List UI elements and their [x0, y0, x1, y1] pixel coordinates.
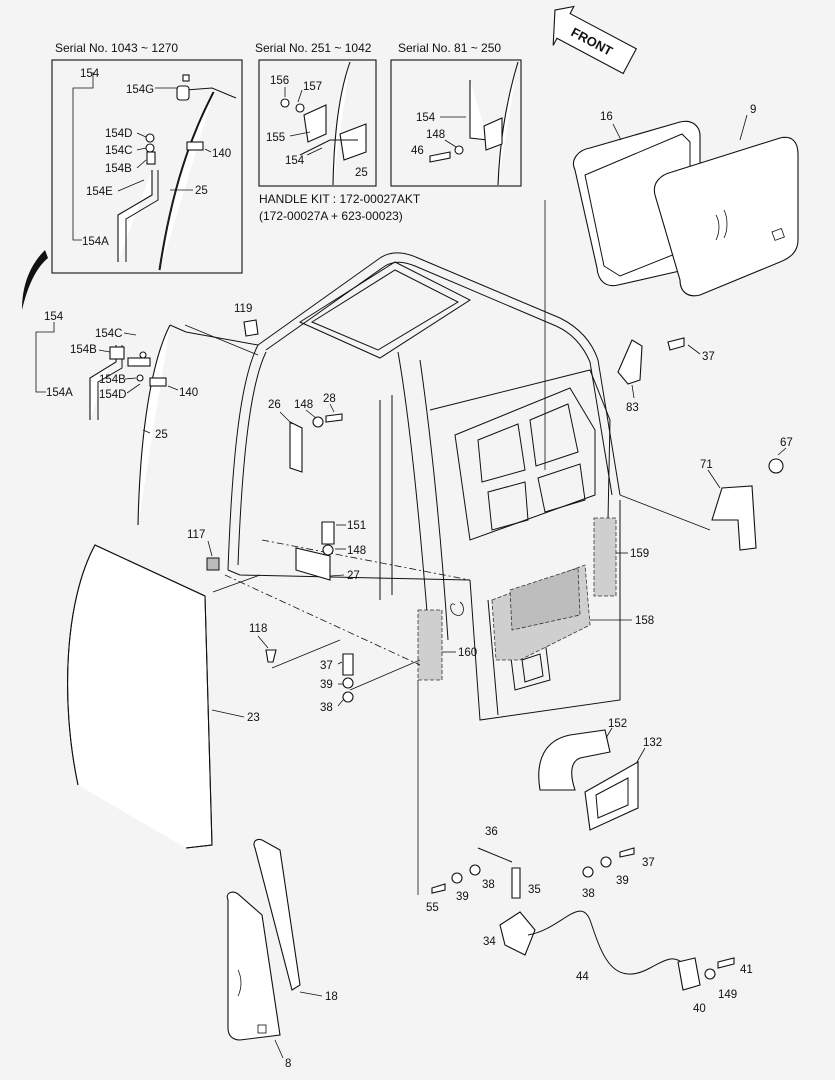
callout-154a-m: 154A — [46, 387, 73, 399]
panel-159 — [593, 517, 617, 597]
callout-154-m: 154 — [44, 311, 64, 323]
callout-154-c: 154 — [416, 112, 436, 124]
callout-39-a: 39 — [320, 679, 333, 691]
callout-44: 44 — [576, 971, 589, 983]
callout-155: 155 — [266, 132, 285, 144]
callout-154d: 154D — [105, 128, 133, 140]
callout-37-a: 37 — [702, 351, 715, 363]
callout-46: 46 — [411, 145, 424, 157]
callout-41: 41 — [740, 964, 753, 976]
callout-154e: 154E — [86, 186, 113, 198]
callout-36: 36 — [485, 826, 498, 838]
callout-154b-m2: 154B — [99, 374, 126, 386]
callout-8: 8 — [285, 1058, 291, 1070]
callout-34: 34 — [483, 936, 496, 948]
callout-119: 119 — [234, 303, 252, 315]
callout-140-m: 140 — [179, 387, 198, 399]
inset-serial-1043-1270: Serial No. 1043 ~ 1270 154 154G 154D 154… — [51, 41, 243, 274]
callout-149: 149 — [718, 989, 737, 1001]
callout-23: 23 — [247, 712, 260, 724]
callout-148-a: 148 — [294, 399, 313, 411]
callout-151: 151 — [347, 520, 366, 532]
callout-159: 159 — [630, 548, 649, 560]
callout-37-b: 37 — [320, 660, 333, 672]
callout-16: 16 — [600, 111, 613, 123]
callout-154: 154 — [80, 68, 100, 80]
front-arrow: FRONT — [552, 5, 638, 75]
callout-55: 55 — [426, 902, 439, 914]
rear-window-glass-9 — [653, 136, 799, 297]
rear-window-seal-16 — [572, 120, 701, 287]
callout-27: 27 — [347, 570, 360, 582]
callout-35: 35 — [528, 884, 541, 896]
callout-154b: 154B — [105, 163, 132, 175]
callout-39-c: 39 — [616, 875, 629, 887]
callout-26: 26 — [268, 399, 281, 411]
callout-148-c: 148 — [426, 129, 445, 141]
callout-67: 67 — [780, 437, 793, 449]
callout-117: 117 — [187, 529, 205, 541]
callout-154c-m: 154C — [95, 328, 123, 340]
callout-38-a: 38 — [320, 702, 333, 714]
callout-9: 9 — [750, 104, 756, 116]
callout-154a: 154A — [82, 236, 109, 248]
handle-assembly-154: 154 154C 154B 154A 154B 154D 140 25 — [35, 311, 259, 526]
left-edge-curve — [22, 250, 48, 310]
inset-header-a: Serial No. 1043 ~ 1270 — [55, 41, 178, 55]
callout-148-b: 148 — [347, 545, 366, 557]
callout-152: 152 — [608, 718, 627, 730]
callout-40: 40 — [693, 1003, 706, 1015]
callout-38-b: 38 — [482, 879, 495, 891]
callout-156: 156 — [270, 75, 289, 87]
callout-83: 83 — [626, 402, 639, 414]
leader-lines — [184, 200, 546, 895]
door-seal-23: 23 — [67, 544, 260, 849]
callout-157: 157 — [303, 81, 322, 93]
callout-25-b: 25 — [355, 167, 368, 179]
callout-154g: 154G — [126, 84, 154, 96]
callout-118: 118 — [249, 623, 267, 635]
inset-serial-251-1042: Serial No. 251 ~ 1042 156 157 155 154 25… — [255, 41, 421, 223]
inset-header-b: Serial No. 251 ~ 1042 — [255, 41, 372, 55]
callout-71: 71 — [700, 459, 713, 471]
callout-160: 160 — [458, 647, 477, 659]
handle-kit-line2: (172-00027A + 623-00023) — [259, 209, 403, 223]
small-parts: 119 37 83 26 148 28 67 71 117 — [187, 303, 793, 714]
handle-kit-line1: HANDLE KIT : 172-00027AKT — [259, 192, 421, 206]
callout-140: 140 — [212, 148, 231, 160]
callout-25-m: 25 — [155, 429, 168, 441]
callout-37-c: 37 — [642, 857, 655, 869]
panel-160 — [417, 609, 443, 681]
door-lock-mechanism: 36 37 38 39 35 38 39 55 34 44 41 149 40 — [426, 826, 753, 1015]
callout-154b-m: 154B — [70, 344, 97, 356]
callout-158: 158 — [635, 615, 654, 627]
callout-18: 18 — [325, 991, 338, 1003]
callout-25: 25 — [195, 185, 208, 197]
callout-38-c: 38 — [582, 888, 595, 900]
inset-serial-81-250: Serial No. 81 ~ 250 154 148 46 — [390, 41, 522, 187]
inset-header-c: Serial No. 81 ~ 250 — [398, 41, 501, 55]
cab-body — [224, 252, 621, 721]
callout-154d-m: 154D — [99, 389, 127, 401]
callout-154-b: 154 — [285, 155, 305, 167]
door-window-18-8: 18 8 — [226, 838, 338, 1070]
callout-154c: 154C — [105, 145, 133, 157]
callout-132: 132 — [643, 737, 662, 749]
callout-39-b: 39 — [456, 891, 469, 903]
callout-28: 28 — [323, 393, 336, 405]
boxes-152-132: 152 132 — [538, 718, 662, 831]
